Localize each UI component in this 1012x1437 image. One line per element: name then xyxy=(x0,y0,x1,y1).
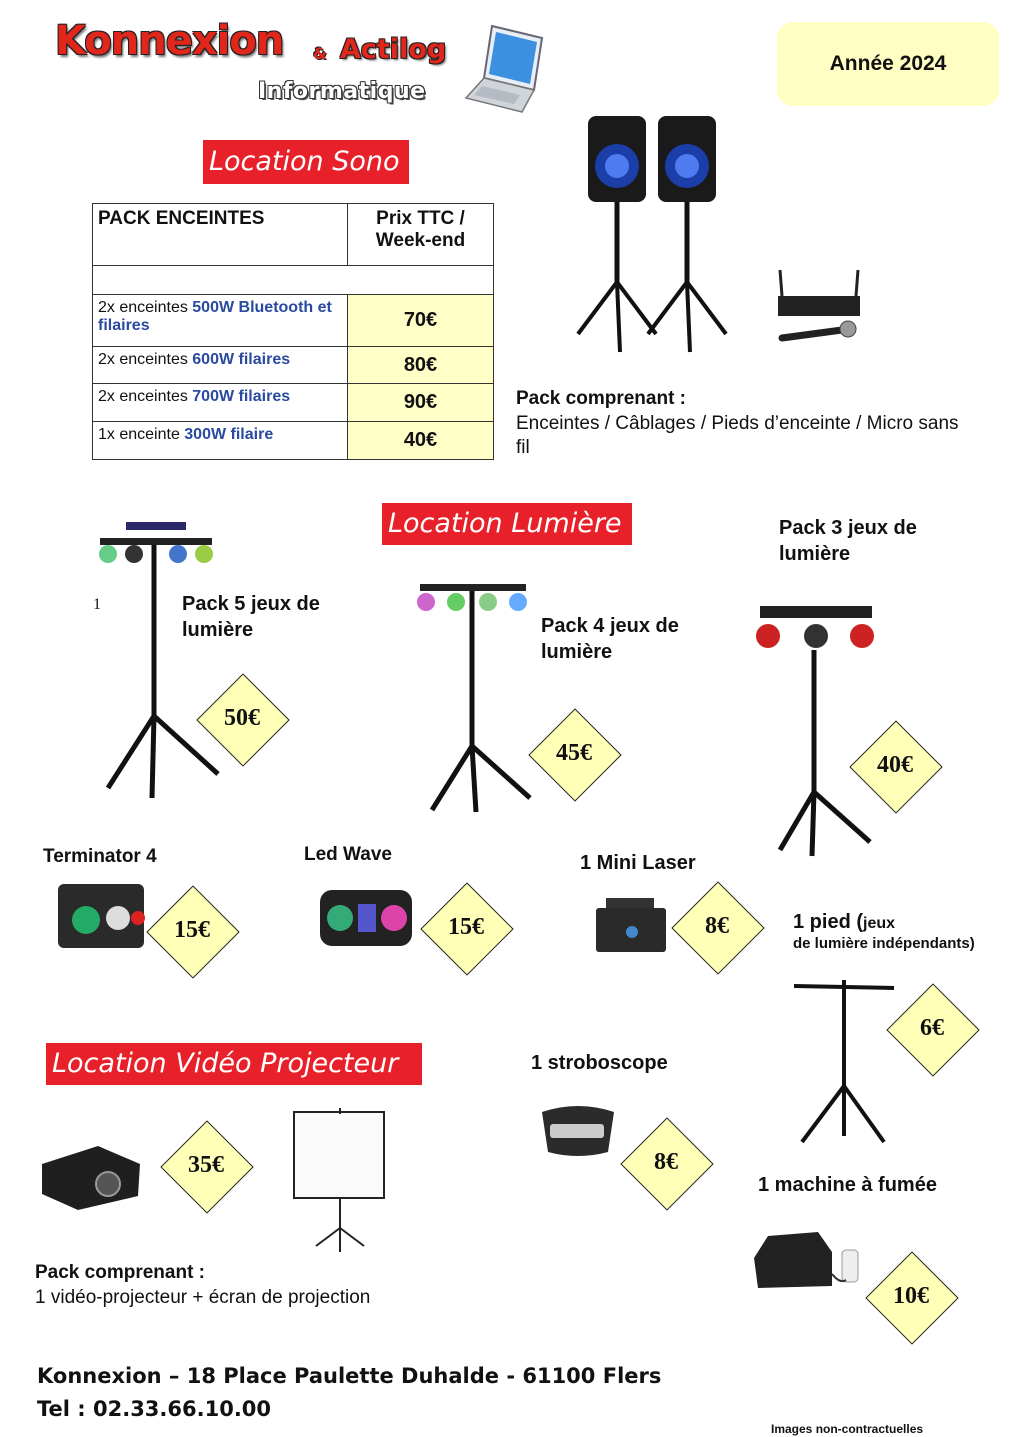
row-price: 70€ xyxy=(347,294,494,347)
row-desc-highlight: 300W filaire xyxy=(184,426,274,443)
row-desc-highlight: 600W filaires xyxy=(192,351,291,368)
laser-icon xyxy=(596,898,666,952)
logo-brand: Konnexion xyxy=(55,18,284,64)
pied-price: 6€ xyxy=(920,1015,944,1041)
row-desc-prefix: 2x enceintes xyxy=(98,388,193,405)
light-stand-3-icon xyxy=(756,606,874,857)
row-desc-highlight: 500W Bluetooth et filaires xyxy=(98,299,332,334)
laser-price: 8€ xyxy=(705,913,729,939)
sono-price-table: PACK ENCEINTES Prix TTC / Week-end 2x en… xyxy=(92,203,494,460)
table-header-price: Prix TTC / Week-end xyxy=(347,203,494,266)
microphone-icon xyxy=(778,269,860,342)
terminator-label: Terminator 4 xyxy=(43,846,157,867)
terminator-icon xyxy=(58,884,145,948)
stray-number: 1 xyxy=(93,596,101,613)
pied-label-main: 1 pied ( xyxy=(793,911,864,933)
footer-disclaimer: Images non-contractuelles xyxy=(771,1422,924,1436)
row-desc-prefix: 1x enceinte xyxy=(98,426,185,443)
table-row: 2x enceintes 500W Bluetooth et filaires … xyxy=(92,294,494,347)
video-pack-text: 1 vidéo-projecteur + écran de projection xyxy=(35,1287,371,1308)
sono-pack-text: Enceintes / Câblages / Pieds d’enceinte … xyxy=(516,413,959,458)
ledwave-icon xyxy=(320,890,412,946)
logo-subtitle: Informatique xyxy=(258,79,426,104)
video-banner: Location Vidéo Projecteur xyxy=(46,1043,422,1085)
row-price: 40€ xyxy=(347,421,494,460)
footer-address: Konnexion – 18 Place Paulette Duhalde - … xyxy=(37,1364,662,1388)
laptop-icon xyxy=(464,24,544,113)
pied-label-line2: de lumière indépendants) xyxy=(793,935,975,952)
pack-3-price: 40€ xyxy=(877,752,913,778)
pack-4-price: 45€ xyxy=(556,740,592,766)
video-price: 35€ xyxy=(188,1152,224,1178)
table-row: 2x enceintes 700W filaires 90€ xyxy=(92,383,494,422)
row-desc-prefix: 2x enceintes xyxy=(98,299,193,316)
projector-icon xyxy=(42,1146,140,1210)
tripod-stand-icon xyxy=(793,980,895,1144)
sono-banner: Location Sono xyxy=(203,140,409,184)
table-header-pack: PACK ENCEINTES xyxy=(92,203,348,266)
ledwave-price: 15€ xyxy=(448,914,484,940)
pack-5-label: Pack 5 jeux de lumière xyxy=(182,593,320,641)
fumee-label: 1 machine à fumée xyxy=(758,1174,937,1196)
strobo-label: 1 stroboscope xyxy=(531,1052,668,1074)
table-row: 1x enceinte 300W filaire 40€ xyxy=(92,421,494,460)
ledwave-label: Led Wave xyxy=(304,844,392,865)
light-stand-5-icon xyxy=(99,522,220,799)
logo-ampersand: & xyxy=(313,44,327,63)
fumee-price: 10€ xyxy=(893,1283,929,1309)
lumiere-banner: Location Lumière xyxy=(382,503,632,545)
pack-3-label: Pack 3 jeux de lumière xyxy=(779,517,917,565)
year-badge: Année 2024 xyxy=(777,22,999,106)
speakers-icon xyxy=(576,116,728,353)
terminator-price: 15€ xyxy=(174,917,210,943)
table-spacer-row xyxy=(92,265,494,295)
strobo-price: 8€ xyxy=(654,1149,678,1175)
row-price: 80€ xyxy=(347,346,494,384)
pied-label-small: jeux xyxy=(863,915,896,932)
table-row: 2x enceintes 600W filaires 80€ xyxy=(92,346,494,384)
pied-label: 1 pied (jeux xyxy=(793,910,895,936)
smoke-machine-icon xyxy=(754,1232,859,1288)
projection-screen-icon xyxy=(293,1108,385,1252)
row-desc-prefix: 2x enceintes xyxy=(98,351,193,368)
laser-label: 1 Mini Laser xyxy=(580,852,696,874)
pack-4-label: Pack 4 jeux de lumière xyxy=(541,615,679,663)
pack-5-price: 50€ xyxy=(224,705,260,731)
video-pack-title: Pack comprenant : xyxy=(35,1262,205,1283)
sono-pack-title: Pack comprenant : xyxy=(516,388,686,409)
row-desc-highlight: 700W filaires xyxy=(192,388,291,405)
stroboscope-icon xyxy=(542,1106,614,1156)
light-stand-4-icon xyxy=(417,584,532,813)
row-price: 90€ xyxy=(347,383,494,422)
footer-tel: Tel : 02.33.66.10.00 xyxy=(37,1397,272,1421)
logo-partner: Actilog xyxy=(340,34,447,65)
